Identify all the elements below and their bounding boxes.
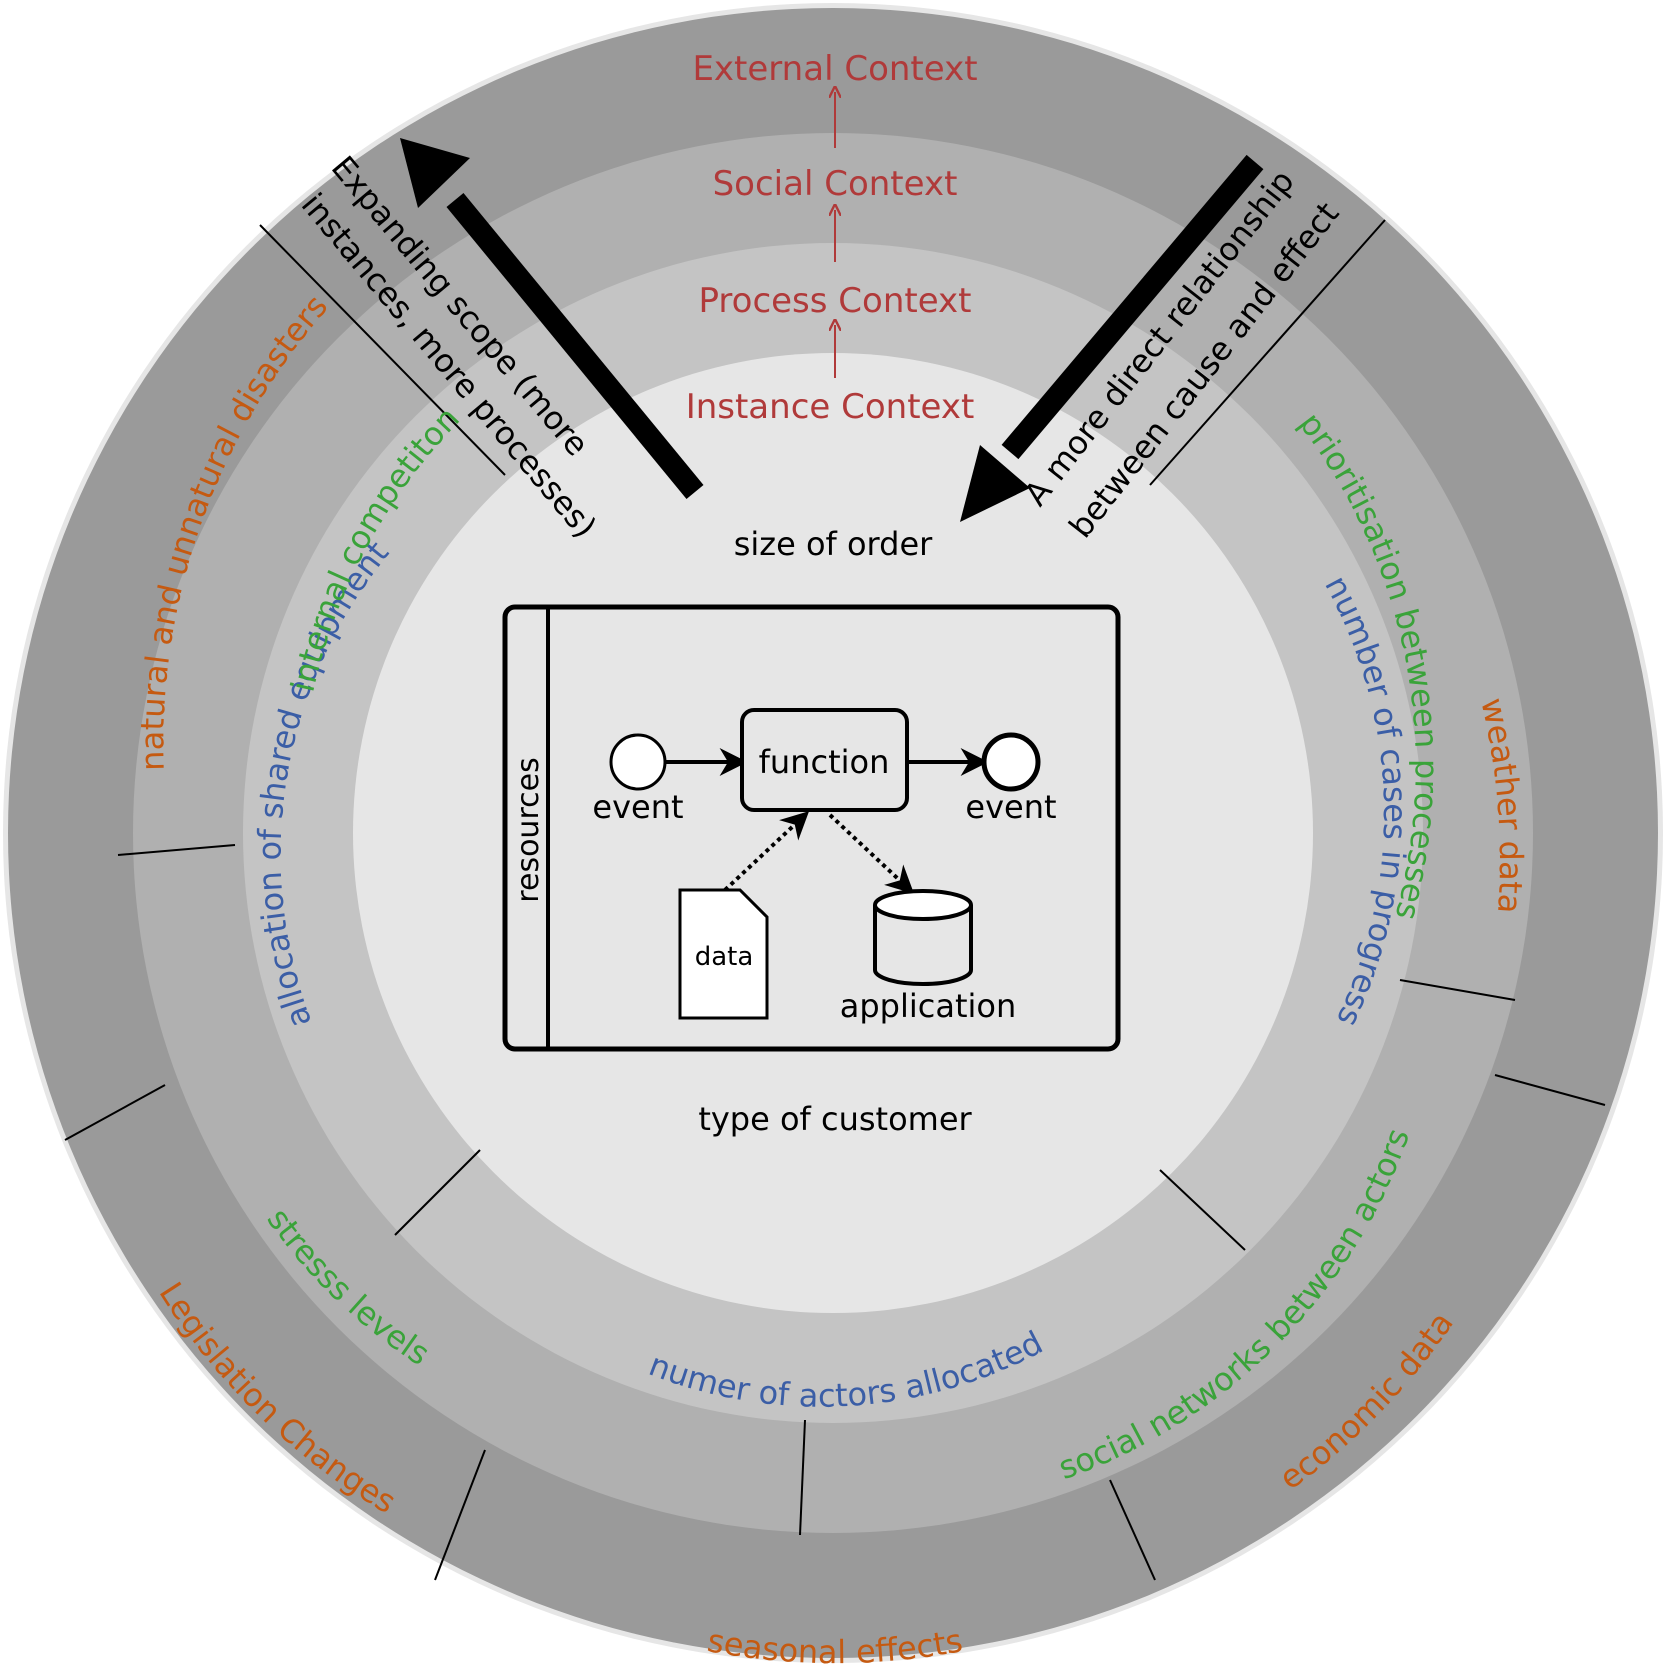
function-label: function	[759, 743, 890, 781]
divider-line	[117, 844, 236, 856]
instance-context-core	[353, 353, 1313, 1313]
data-object-fold	[739, 889, 768, 918]
data-association-arrow-icon	[828, 813, 915, 894]
social-context-label: Social Context	[713, 164, 958, 204]
end-event-icon	[981, 732, 1041, 792]
divider-line	[1109, 1479, 1156, 1581]
instance-item-bottom: type of customer	[698, 1100, 972, 1138]
application-database-icon	[873, 905, 973, 986]
causality-arrow-head-icon	[960, 445, 1030, 522]
divider-line	[64, 1084, 166, 1141]
process-context-label: Process Context	[699, 281, 972, 321]
start-event-label: event	[592, 788, 683, 826]
data-object-label: data	[695, 942, 754, 972]
lane-label: resources	[511, 757, 546, 902]
divider-line	[434, 1449, 486, 1581]
data-object-icon	[678, 888, 769, 1020]
divider-line	[1494, 1074, 1606, 1106]
application-label: application	[840, 987, 1017, 1025]
scope-arrow	[400, 138, 704, 499]
sector-dividers	[64, 219, 1606, 1581]
divider-line	[394, 1149, 481, 1236]
divider-line	[1159, 1169, 1246, 1251]
divider-line	[1149, 219, 1386, 486]
causality-arrow-shaft	[1001, 154, 1264, 460]
data-association-arrow-icon	[723, 811, 810, 892]
end-event-label: event	[965, 788, 1056, 826]
pool-box	[502, 604, 1121, 1052]
scope-arrow-shaft	[446, 193, 704, 499]
application-database-top	[873, 889, 973, 921]
divider-line	[1399, 979, 1516, 1001]
context-labels: External Context Social Context Process …	[686, 49, 978, 427]
instance-context-label: Instance Context	[686, 387, 975, 427]
instance-item-top: size of order	[734, 525, 933, 563]
start-event-icon	[609, 733, 667, 791]
divider-line	[259, 224, 506, 476]
divider-line	[799, 1419, 806, 1536]
scope-arrow-head-icon	[400, 138, 470, 208]
causality-arrow	[960, 154, 1264, 522]
external-context-label: External Context	[692, 49, 977, 89]
process-model: resources event function event data appl…	[502, 604, 1121, 1052]
